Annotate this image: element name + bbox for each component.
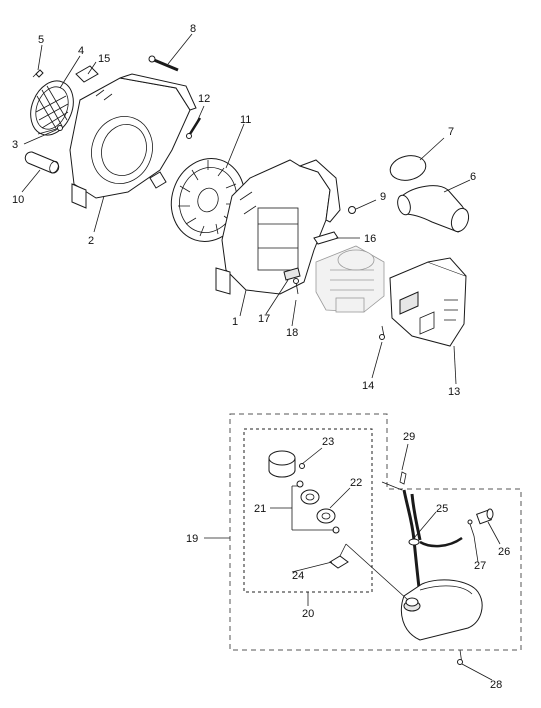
callout-labels: 1 2 3 4 5 6 7 8 9 10 11 12 13 14 15 16 1… — [12, 23, 510, 691]
part-27-pin — [467, 519, 475, 537]
callout-10: 10 — [12, 194, 24, 206]
part-7-gasket — [389, 155, 427, 181]
callout-5: 5 — [38, 34, 44, 46]
part-9-nut — [348, 206, 356, 214]
callout-17: 17 — [258, 313, 270, 325]
part-18-screw — [293, 278, 299, 295]
part-13-engine-cover — [389, 257, 467, 347]
part-10-pad — [24, 151, 60, 174]
leader-lines-top — [21, 33, 471, 385]
callout-26: 26 — [498, 546, 510, 558]
callout-6: 6 — [470, 171, 476, 183]
callout-1: 1 — [232, 316, 238, 328]
leader-lines-bottom — [204, 443, 501, 681]
callout-4: 4 — [78, 45, 84, 57]
part-26-fitting — [476, 508, 494, 525]
part-25-fuel-lines — [402, 489, 463, 597]
callout-12: 12 — [198, 93, 210, 105]
callout-14: 14 — [362, 380, 374, 392]
callout-20: 20 — [302, 608, 314, 620]
part-4-intake-grille — [30, 80, 74, 136]
part-22-washers — [300, 489, 336, 524]
callout-29: 29 — [403, 431, 415, 443]
callout-22: 22 — [350, 477, 362, 489]
callout-16: 16 — [364, 233, 376, 245]
callout-25: 25 — [436, 503, 448, 515]
fuel-tank — [400, 579, 483, 641]
callout-15: 15 — [98, 53, 110, 65]
part-12-bolt — [186, 117, 202, 139]
callout-11: 11 — [240, 114, 251, 126]
part-23-retainer — [299, 463, 305, 469]
callout-2: 2 — [88, 235, 94, 247]
callout-9: 9 — [380, 191, 386, 203]
engine-ghost — [315, 245, 385, 313]
callout-8: 8 — [190, 23, 196, 35]
callout-18: 18 — [286, 327, 298, 339]
callout-28: 28 — [490, 679, 502, 691]
callout-21: 21 — [254, 503, 266, 515]
bracket-21 — [270, 485, 334, 531]
kit-19-boundary — [229, 413, 522, 651]
callout-19: 19 — [186, 533, 198, 545]
part-21-pieces — [296, 480, 340, 534]
callout-23: 23 — [322, 436, 334, 448]
part-3-screw — [37, 125, 63, 135]
part-15-label — [75, 65, 99, 83]
part-28-screw — [457, 649, 463, 665]
callout-27: 27 — [474, 560, 486, 572]
callout-7: 7 — [448, 126, 454, 138]
part-5-screw — [32, 69, 44, 78]
part-29-vent-line — [399, 471, 407, 485]
callout-3: 3 — [12, 139, 18, 151]
part-6-elbow-duct — [397, 185, 470, 233]
callout-13: 13 — [448, 386, 460, 398]
callout-24: 24 — [292, 570, 304, 582]
part-23-fuel-cap — [268, 450, 296, 478]
part-2-fan-housing — [69, 73, 197, 209]
part-17-pad — [283, 267, 301, 281]
part-14-screw — [379, 325, 385, 340]
part-24-fuel-filter — [329, 543, 349, 569]
part-1-blower-housing — [215, 159, 341, 295]
part-8-bolt — [148, 55, 179, 72]
